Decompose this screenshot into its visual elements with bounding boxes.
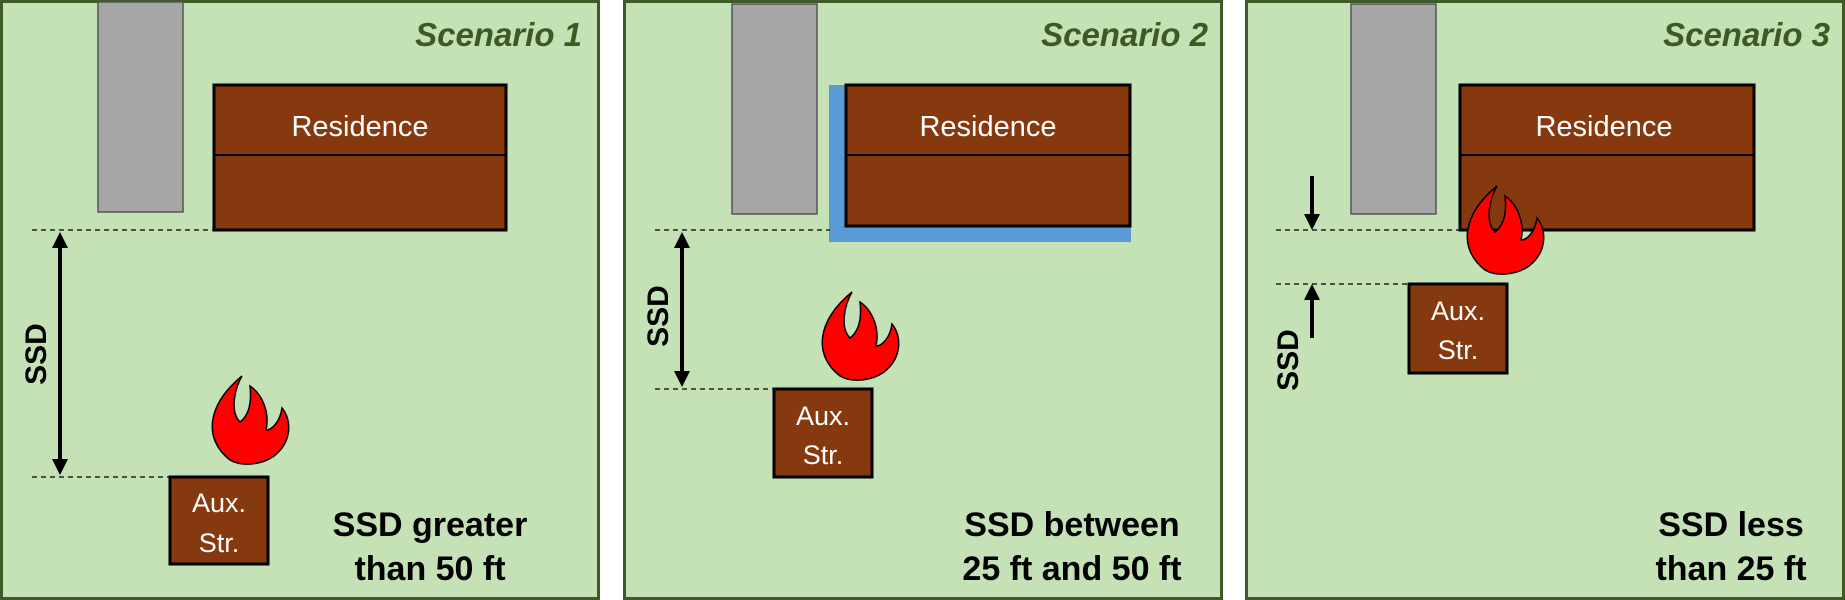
scenario-title: Scenario 1 xyxy=(415,16,582,53)
aux-label-line1: Aux. xyxy=(1431,296,1485,326)
scenario-panel-3: Scenario 3 Residence SSD Aux. Str. SSD l… xyxy=(1245,0,1845,600)
caption-line1: SSD greater xyxy=(333,506,528,544)
scenario-title: Scenario 3 xyxy=(1663,16,1830,53)
buffer-zone-vertical xyxy=(829,85,848,242)
caption-line1: SSD less xyxy=(1658,506,1804,544)
residence: Residence xyxy=(844,83,1132,228)
caption-line2: than 50 ft xyxy=(354,550,505,588)
scenario-title: Scenario 2 xyxy=(1041,16,1209,53)
auxiliary-structure: Aux. Str. xyxy=(168,475,270,566)
ssd-label: SSD xyxy=(642,285,675,347)
ssd-label: SSD xyxy=(1272,329,1305,391)
aux-label-line1: Aux. xyxy=(796,401,850,431)
ssd-label: SSD xyxy=(20,323,53,385)
residence-label: Residence xyxy=(919,111,1056,143)
aux-label-line1: Aux. xyxy=(192,488,246,518)
residence-label: Residence xyxy=(291,111,428,143)
residence: Residence xyxy=(212,83,508,232)
driveway xyxy=(731,3,818,215)
driveway xyxy=(1350,3,1437,215)
caption-line1: SSD between xyxy=(964,506,1179,544)
auxiliary-structure: Aux. Str. xyxy=(1407,282,1509,375)
scenario-panel-1: Scenario 1 Residence SSD Aux. Str. SSD g… xyxy=(0,0,600,600)
auxiliary-structure: Aux. Str. xyxy=(772,387,874,479)
driveway xyxy=(97,1,184,213)
residence-label: Residence xyxy=(1535,111,1672,143)
caption-line2: 25 ft and 50 ft xyxy=(962,550,1181,588)
aux-label-line2: Str. xyxy=(803,440,844,470)
residence: Residence xyxy=(1458,83,1756,232)
buffer-zone-horizontal xyxy=(829,225,1131,242)
aux-label-line2: Str. xyxy=(1438,335,1479,365)
aux-label-line2: Str. xyxy=(199,528,240,558)
caption-line2: than 25 ft xyxy=(1655,550,1806,588)
scenario-panel-2: Scenario 2 Residence SSD Aux. Str. SSD b… xyxy=(623,0,1223,600)
